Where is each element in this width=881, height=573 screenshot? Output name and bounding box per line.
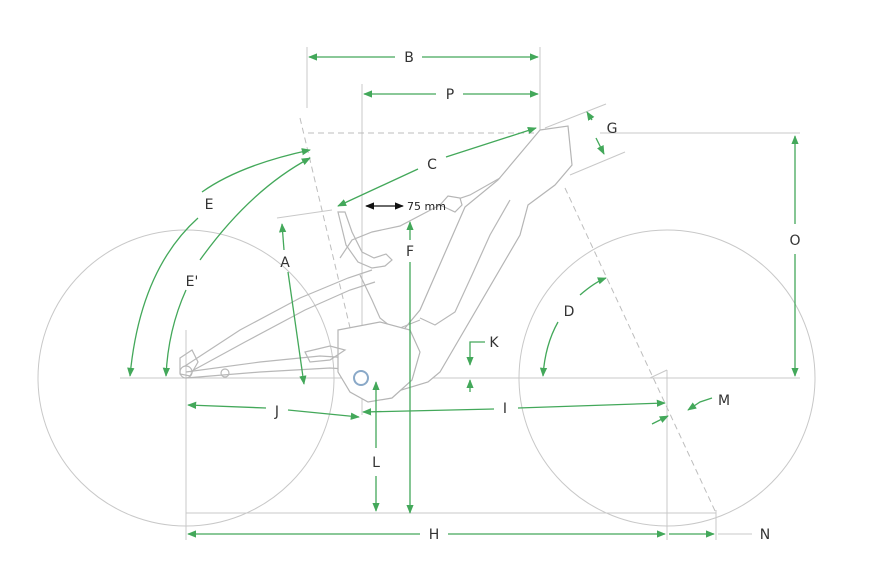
dimension-lines (127, 53, 799, 538)
dimension-labels: B P C G O E E' A F D K J I M L H N 75 mm (186, 50, 801, 543)
label-I: I (503, 401, 507, 417)
label-L: L (372, 455, 380, 471)
bottom-bracket-dot (353, 370, 369, 386)
label-G: G (607, 121, 618, 137)
label-E-prime: E' (186, 274, 199, 290)
label-M: M (718, 393, 730, 409)
label-H: H (429, 527, 440, 543)
label-P: P (446, 87, 454, 103)
label-B: B (404, 50, 414, 66)
label-J: J (274, 404, 279, 420)
label-D: D (564, 304, 575, 320)
label-E: E (205, 197, 214, 213)
bike-frame (179, 125, 573, 403)
label-F: F (406, 244, 414, 260)
label-A: A (280, 255, 290, 271)
label-C: C (427, 157, 437, 173)
offset-callout-text: 75 mm (407, 200, 446, 213)
label-K: K (489, 335, 499, 351)
label-N: N (760, 527, 770, 543)
label-O: O (789, 233, 800, 249)
